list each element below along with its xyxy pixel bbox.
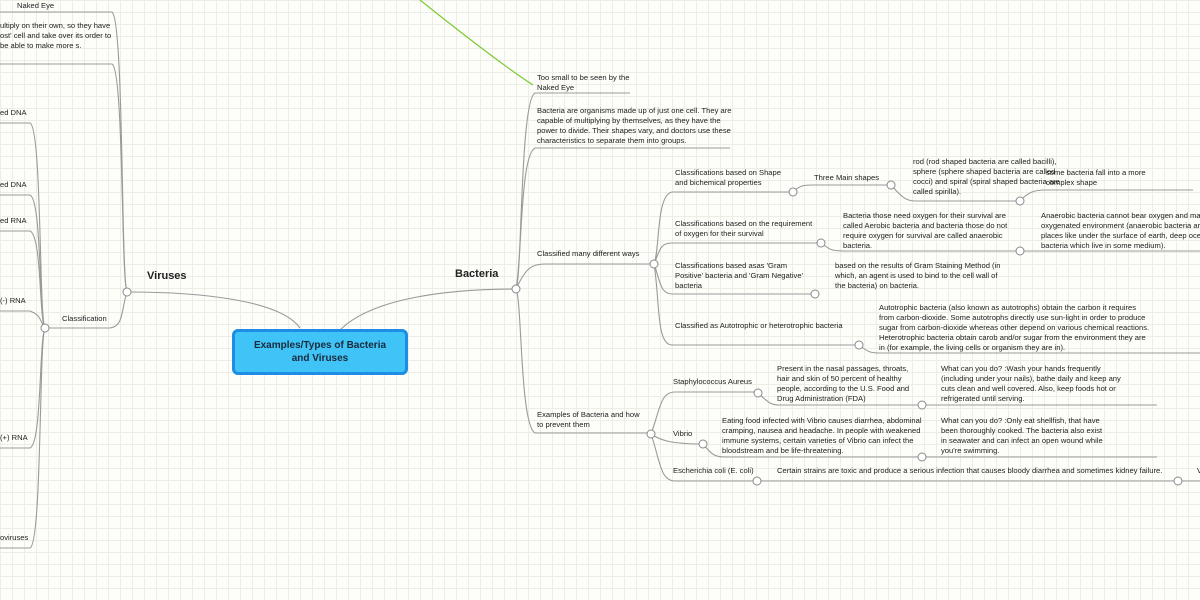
classification-item[interactable]: oviruses (0, 533, 29, 542)
gram-node[interactable]: Classifications based asas 'Gram Positiv… (675, 261, 804, 290)
virus-naked-eye-node[interactable]: Naked Eye (17, 1, 55, 10)
auto-collapse-handle[interactable] (854, 340, 864, 350)
too-small-node[interactable]: Too small to be seen by the Naked Eye (537, 73, 630, 92)
classification-item[interactable]: ed DNA (0, 180, 27, 189)
green-link (419, 0, 534, 86)
anaerobic-node[interactable]: Anaerobic bacteria cannot bear oxygen an… (1041, 211, 1200, 250)
ecoli-detail-collapse-handle[interactable] (1173, 476, 1183, 486)
aerobic-node[interactable]: Bacteria those need oxygen for their sur… (843, 211, 1008, 250)
staph-node[interactable]: Staphylococcus Aureus (673, 377, 752, 386)
vibrio-prevent-node[interactable]: What can you do? :Only eat shellfish, th… (941, 416, 1103, 455)
gram-collapse-handle[interactable] (810, 289, 820, 299)
ecoli-detail-node[interactable]: Certain strains are toxic and produce a … (777, 466, 1163, 475)
staph-detail-node[interactable]: Present in the nasal passages, throats, … (777, 364, 910, 403)
classification-item[interactable]: ed DNA (0, 108, 27, 117)
classification-item[interactable]: (+) RNA (0, 433, 28, 442)
staph-prevent-node[interactable]: What can you do? :Wash your hands freque… (941, 364, 1121, 403)
virus-multiply-node[interactable]: ultiply on their own, so they have ost' … (0, 21, 112, 50)
staph-detail-collapse-handle[interactable] (917, 400, 927, 410)
gram-detail-node[interactable]: based on the results of Gram Staining Me… (835, 261, 1001, 290)
classification-item[interactable]: ed RNA (0, 216, 27, 225)
ecoli-next-node[interactable]: V (1197, 466, 1200, 475)
central-topic-label: Examples/Types of Bacteria and Viruses (253, 340, 387, 364)
three-shapes-node[interactable]: Three Main shapes (814, 173, 880, 182)
oxygen-node[interactable]: Classifications based on the requirement… (675, 219, 813, 238)
vibrio-detail-node[interactable]: Eating food infected with Vibrio causes … (722, 416, 922, 455)
classified-node[interactable]: Classified many different ways (537, 249, 640, 258)
shape-node[interactable]: Classifications based on Shape and biche… (675, 168, 781, 187)
classification-item[interactable]: (-) RNA (0, 296, 26, 305)
bacteria-description-node[interactable]: Bacteria are organisms made up of just o… (537, 106, 732, 145)
rod-collapse-handle[interactable] (1015, 196, 1025, 206)
rod-node[interactable]: rod (rod shaped bacteria are called baci… (913, 157, 1060, 196)
bacteria-collapse-handle[interactable] (511, 284, 521, 294)
auto-detail-node[interactable]: Autotrophic bacteria (also known as auto… (879, 303, 1150, 352)
examples-node[interactable]: Examples of Bacteria and how to prevent … (537, 410, 640, 429)
classification-collapse-handle[interactable] (40, 323, 50, 333)
ecoli-node[interactable]: Escherichia coli (E. coli) (673, 466, 754, 475)
vibrio-collapse-handle[interactable] (698, 439, 708, 449)
central-topic[interactable]: Examples/Types of Bacteria and Viruses (232, 329, 408, 375)
bacteria-topic[interactable]: Bacteria (455, 268, 499, 280)
ecoli-collapse-handle[interactable] (752, 476, 762, 486)
three-shapes-collapse-handle[interactable] (886, 180, 896, 190)
oxygen-collapse-handle[interactable] (816, 238, 826, 248)
classified-collapse-handle[interactable] (649, 259, 659, 269)
staph-collapse-handle[interactable] (753, 388, 763, 398)
shape-collapse-handle[interactable] (788, 187, 798, 197)
auto-node[interactable]: Classified as Autotrophic or heterotroph… (675, 321, 843, 330)
complex-shape-node[interactable]: some bacteria fall into a more complex s… (1046, 168, 1146, 187)
examples-collapse-handle[interactable] (646, 429, 656, 439)
viruses-topic[interactable]: Viruses (147, 270, 187, 282)
classification-node[interactable]: Classification (62, 314, 107, 323)
viruses-collapse-handle[interactable] (122, 287, 132, 297)
vibrio-node[interactable]: Vibrio (673, 429, 693, 438)
aerobic-collapse-handle[interactable] (1015, 246, 1025, 256)
vibrio-detail-collapse-handle[interactable] (917, 452, 927, 462)
